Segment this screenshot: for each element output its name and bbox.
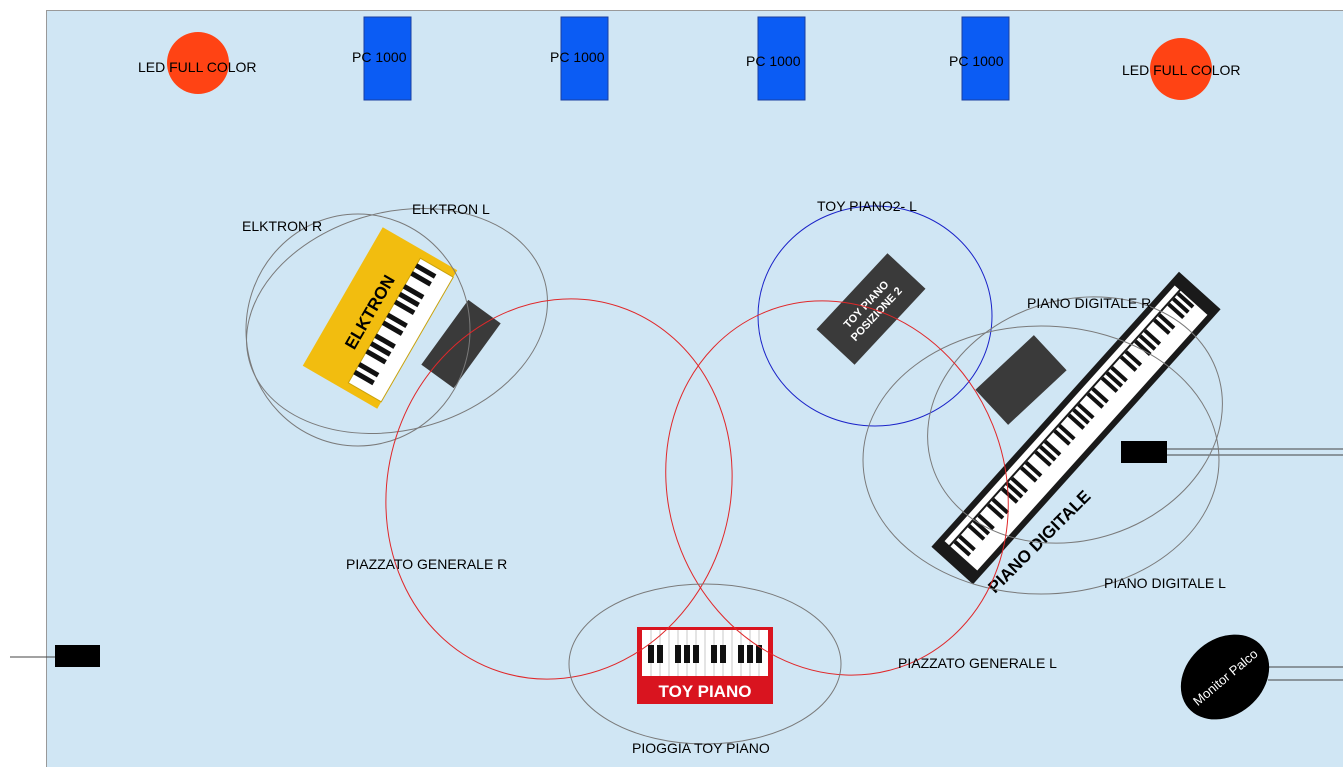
piazzato-l-label: PIAZZATO GENERALE L <box>898 655 1057 671</box>
pc4-label: PC 1000 <box>949 53 1004 69</box>
cables <box>10 448 1343 681</box>
piano-digitale-black-key <box>977 513 995 531</box>
toy-piano-black-key <box>657 645 663 663</box>
led-left-label: LED FULL COLOR <box>138 59 257 75</box>
piano-digitale-strip <box>944 285 1180 546</box>
area-rings <box>245 205 1223 745</box>
piano-digitale-r-label: PIANO DIGITALE R <box>1027 295 1151 311</box>
piano-digitale-black-key <box>1138 334 1157 351</box>
toy-piano-black-key <box>720 645 726 663</box>
pc2-label: PC 1000 <box>550 49 605 65</box>
piano-digitale-black-key <box>1124 350 1143 367</box>
led-right-light <box>1150 38 1212 100</box>
piano-digitale-dark-unit <box>975 335 1067 425</box>
piano-digitale-black-key <box>1001 487 1019 504</box>
piano-digitale-black-key <box>1091 387 1109 404</box>
piano-digitale-black-key <box>1039 445 1057 462</box>
piano-digitale-black-key <box>1167 302 1185 320</box>
piano-digitale-black-key <box>1086 392 1105 409</box>
piano-digitale-black-key <box>1053 429 1071 446</box>
piano-digitale-black-key <box>967 524 986 541</box>
toy-piano-pos2-body <box>816 253 926 365</box>
piano-digitale-black-key <box>1020 466 1038 483</box>
led-left-light <box>167 32 229 94</box>
pioggia-label: PIOGGIA TOY PIANO <box>632 740 770 756</box>
piano-digitale-black-key <box>1043 439 1062 457</box>
piano-digitale-black-key <box>1067 413 1086 430</box>
monitor-palco-shape <box>1180 634 1270 720</box>
elktron-r-label: ELKTRON R <box>242 218 322 234</box>
pc1-light <box>363 16 412 101</box>
piano-di-box <box>1121 441 1167 463</box>
elktron-l-ring <box>246 208 548 434</box>
pc2-light <box>560 16 609 101</box>
toy-piano-black-key <box>747 645 753 663</box>
piano-digitale-black-key <box>1143 329 1162 346</box>
toy-piano-black-key <box>738 645 744 663</box>
piano-digitale-black-key <box>991 497 1010 515</box>
left-di-box <box>55 645 100 667</box>
piano-digitale-r-ring <box>862 325 1220 595</box>
piano-digitale-black-key <box>1157 313 1176 330</box>
piano-digitale-black-key <box>986 503 1005 520</box>
piano-digitale-black-keys <box>953 292 1195 557</box>
piano-digitale-black-key <box>1005 482 1024 499</box>
toy-piano-label: TOY PIANO <box>659 682 752 701</box>
piano-digitale-black-key <box>1176 292 1195 309</box>
piano-digitale-black-key <box>1077 402 1095 420</box>
toy-piano-black-key <box>693 645 699 663</box>
toy-piano2-l-ring <box>757 205 993 427</box>
piano-digitale-black-key <box>1100 376 1119 393</box>
piano-digitale-black-key <box>1024 460 1043 478</box>
elktron-instrument: ELKTRON <box>302 227 458 409</box>
piano-digitale-instrument <box>931 271 1221 585</box>
pc1-label: PC 1000 <box>352 49 407 65</box>
piano-digitale-black-key <box>1034 450 1052 467</box>
piano-digitale-black-key <box>1105 371 1124 388</box>
monitor-palco: Monitor Palco <box>1180 634 1270 720</box>
piano-digitale-black-key <box>972 519 991 536</box>
piano-digitale-black-key <box>1058 424 1076 441</box>
piano-digitale-black-key <box>958 534 976 552</box>
piano-digitale-black-key <box>1110 366 1128 383</box>
piano-digitale-l-ring <box>927 296 1223 544</box>
piano-digitale-black-key <box>1119 355 1138 372</box>
piano-digitale-black-key <box>1010 476 1029 494</box>
toy-piano-black-key <box>711 645 717 663</box>
piazzato-r-ring <box>385 298 733 680</box>
piazzato-r-label: PIAZZATO GENERALE R <box>346 556 507 572</box>
pioggia-ring <box>568 583 842 745</box>
elktron-l-label: ELKTRON L <box>412 201 490 217</box>
piano-digitale-l-label: PIANO DIGITALE L <box>1104 575 1226 591</box>
pc3-label: PC 1000 <box>746 53 801 69</box>
pc4-light <box>961 16 1010 101</box>
piano-digitale-black-key <box>1072 408 1090 425</box>
piano-digitale-black-key <box>1172 297 1190 314</box>
toy-piano2-l-label: TOY PIANO2- L <box>817 198 917 214</box>
toy-piano-black-key <box>756 645 762 663</box>
toy-piano-black-key <box>684 645 690 663</box>
elktron-dark-unit <box>421 299 501 389</box>
piazzato-l-ring <box>665 300 1009 676</box>
pc3-light <box>757 16 806 101</box>
elktron-r-ring <box>245 213 471 447</box>
piano-digitale-black-key <box>1153 318 1171 335</box>
elktron-black-keys <box>353 263 437 386</box>
toy-piano-instrument: TOY PIANO <box>637 627 773 704</box>
piano-digitale-black-key <box>953 540 972 557</box>
led-right-label: LED FULL COLOR <box>1122 62 1241 78</box>
toy-piano-black-key <box>648 645 654 663</box>
toy-piano-black-key <box>675 645 681 663</box>
toy-piano-black-keys <box>648 645 762 663</box>
